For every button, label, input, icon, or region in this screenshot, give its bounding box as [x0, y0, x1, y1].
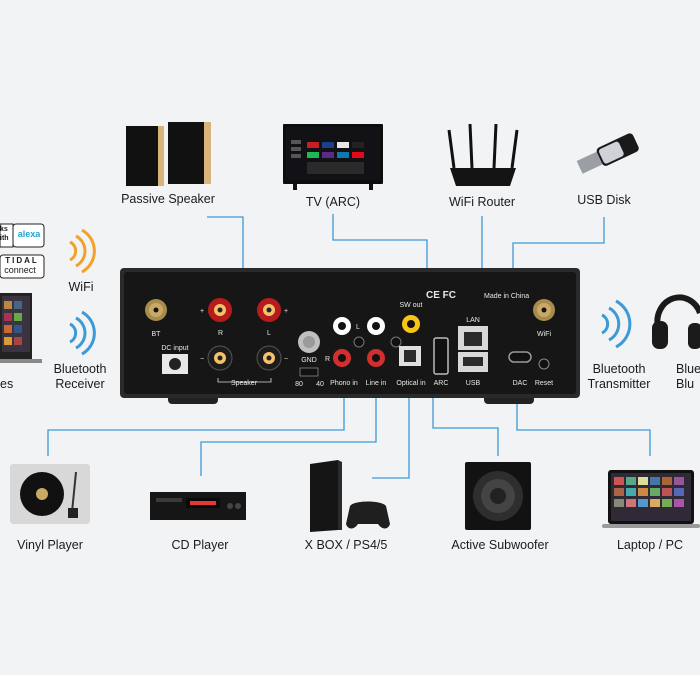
- amp-lan-label: LAN: [466, 317, 480, 324]
- tidal-connect-badge: [0, 254, 46, 280]
- tidal-text: TIDAL: [5, 256, 39, 265]
- bluetooth-receiver-icon: [66, 310, 96, 356]
- passive-speaker-image: [126, 122, 212, 188]
- wifi-router-label: WiFi Router: [449, 195, 515, 209]
- amp-ce-fcc-mark: CE FC: [426, 290, 456, 301]
- tv-label: TV (ARC): [305, 195, 361, 209]
- headphones-image-partial: [652, 283, 700, 355]
- amp-plus-r: +: [200, 308, 204, 315]
- wifi-router-image: [446, 124, 520, 190]
- amp-arc-label: ARC: [434, 380, 449, 387]
- active-subwoofer-label: Active Subwoofer: [451, 538, 549, 552]
- amp-sw-out-label: SW out: [400, 302, 423, 309]
- amp-dac-label: DAC: [513, 380, 528, 387]
- usb-disk-label: USB Disk: [577, 193, 631, 207]
- amp-line-in-label: Line in: [366, 380, 387, 387]
- wifi-label: WiFi: [68, 280, 94, 294]
- bluetooth-headphones-label-partial: Blue Blu: [676, 362, 700, 391]
- bluetooth-transmitter-label: Bluetooth Transmitter: [587, 362, 651, 391]
- laptop-label: Laptop / PC: [616, 538, 683, 552]
- vinyl-player-label: Vinyl Player: [17, 538, 83, 552]
- bluetooth-transmitter-icon: [596, 298, 636, 348]
- amp-minus-r: −: [200, 356, 204, 363]
- amp-r-phono: R: [325, 356, 330, 363]
- amp-reset-label: Reset: [535, 380, 553, 387]
- amp-speaker-label: Speaker: [231, 380, 258, 387]
- vinyl-player-image: [10, 464, 90, 526]
- amp-l-phono: L: [356, 324, 360, 331]
- amp-80-label: 80: [295, 381, 303, 388]
- cd-player-label: CD Player: [171, 538, 229, 552]
- amp-optical-in-label: Optical in: [396, 380, 425, 387]
- connect-text: connect: [4, 265, 36, 275]
- game-console-label: X BOX / PS4/5: [304, 538, 388, 552]
- amp-made-in-label: Made in China: [484, 293, 529, 300]
- passive-speaker-label: Passive Speaker: [121, 192, 215, 206]
- usb-disk-image: [574, 132, 644, 182]
- laptop-phone-image-partial: [0, 293, 42, 365]
- alexa-logo-text: alexa: [17, 229, 41, 239]
- amp-l-label: L: [267, 330, 271, 337]
- active-subwoofer-image: [465, 462, 533, 532]
- wifi-signal-icon: [66, 228, 96, 274]
- works-with-alexa-badge: [0, 223, 46, 249]
- amp-wifi-label: WiFi: [537, 331, 551, 338]
- amp-r-label: R: [218, 330, 223, 337]
- amp-gnd-label: GND: [301, 357, 317, 364]
- works-with-text: ks ith: [0, 226, 9, 242]
- phones-label-partial: es: [0, 377, 14, 391]
- amp-phono-in-label: Phono in: [330, 380, 358, 387]
- amp-bt-label: BT: [152, 331, 162, 338]
- amp-dc-input-label: DC input: [161, 345, 188, 352]
- cd-player-image: [150, 490, 246, 524]
- amp-minus-l: −: [284, 356, 288, 363]
- tv-image: [283, 124, 383, 190]
- amp-40-label: 40: [316, 381, 324, 388]
- bluetooth-receiver-label: Bluetooth Receiver: [53, 362, 107, 391]
- game-console-image: [310, 460, 390, 534]
- laptop-image: [602, 470, 700, 530]
- amp-plus-l: +: [284, 308, 288, 315]
- amplifier-rear-panel: BT WiFi DC input + + − − R L Speaker GND…: [120, 268, 580, 410]
- amp-usb-label: USB: [466, 380, 481, 387]
